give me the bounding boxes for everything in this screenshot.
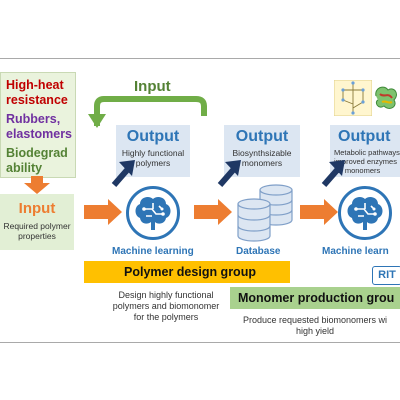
monomer-production-description: Produce requested biomonomers wi high yi… (242, 315, 388, 336)
output-subtitle: Metabolic pathways, improved enzymes for… (334, 148, 400, 175)
output-box-pathways: Output Metabolic pathways, improved enzy… (330, 125, 400, 177)
output-subtitle: Highly functional polymers (121, 148, 185, 168)
stage-label-database: Database (236, 246, 281, 257)
input-title: Input (18, 200, 56, 217)
bottom-frame-line (0, 342, 400, 343)
brain-icon (135, 196, 171, 230)
monomer-production-group-label: Monomer production grou (238, 291, 395, 305)
enzyme-image (375, 86, 397, 109)
property-line: Rubbers, (6, 112, 61, 126)
arrow-right-icon (300, 199, 338, 225)
property-line: elastomers (6, 127, 73, 141)
input-subtitle: Required polymer properties (3, 221, 71, 241)
top-frame-line (0, 58, 400, 59)
arrow-up-right-icon (111, 160, 135, 187)
arrow-right-icon (84, 199, 122, 225)
output-title: Output (338, 128, 391, 145)
input-box: Input Required polymer properties (0, 194, 74, 250)
property-line: resistance (6, 93, 68, 107)
rit-badge: RIT (372, 266, 400, 285)
arrow-right-icon (194, 199, 232, 225)
output-title: Output (235, 128, 289, 145)
property-list: High-heat resistance Rubbers, elastomers… (0, 72, 76, 178)
brain-icon (347, 196, 383, 230)
database-icon (237, 184, 293, 242)
property-line: High-heat (6, 78, 64, 92)
property-line: Biodegrad (6, 146, 68, 160)
polymer-design-group-label: Polymer design group (124, 265, 256, 279)
polymer-design-description: Design highly functional polymers and bi… (112, 290, 220, 322)
polymer-design-group-bar: Polymer design group (84, 261, 290, 283)
property-line: ability (6, 161, 43, 175)
pathway-image (334, 80, 372, 116)
output-title: Output (126, 128, 180, 145)
output-subtitle: Biosynthsizable monomers (232, 148, 292, 168)
stage-label-machine-learning-2: Machine learn (322, 246, 389, 257)
feedback-label: Input (134, 78, 171, 95)
feedback-arrow-icon (88, 96, 207, 128)
monomer-production-group-bar: Monomer production grou (230, 287, 400, 309)
arrow-up-right-icon (321, 160, 345, 187)
stage-label-machine-learning: Machine learning (112, 246, 194, 257)
arrow-down-icon (24, 176, 50, 194)
arrow-up-right-icon (217, 160, 241, 187)
